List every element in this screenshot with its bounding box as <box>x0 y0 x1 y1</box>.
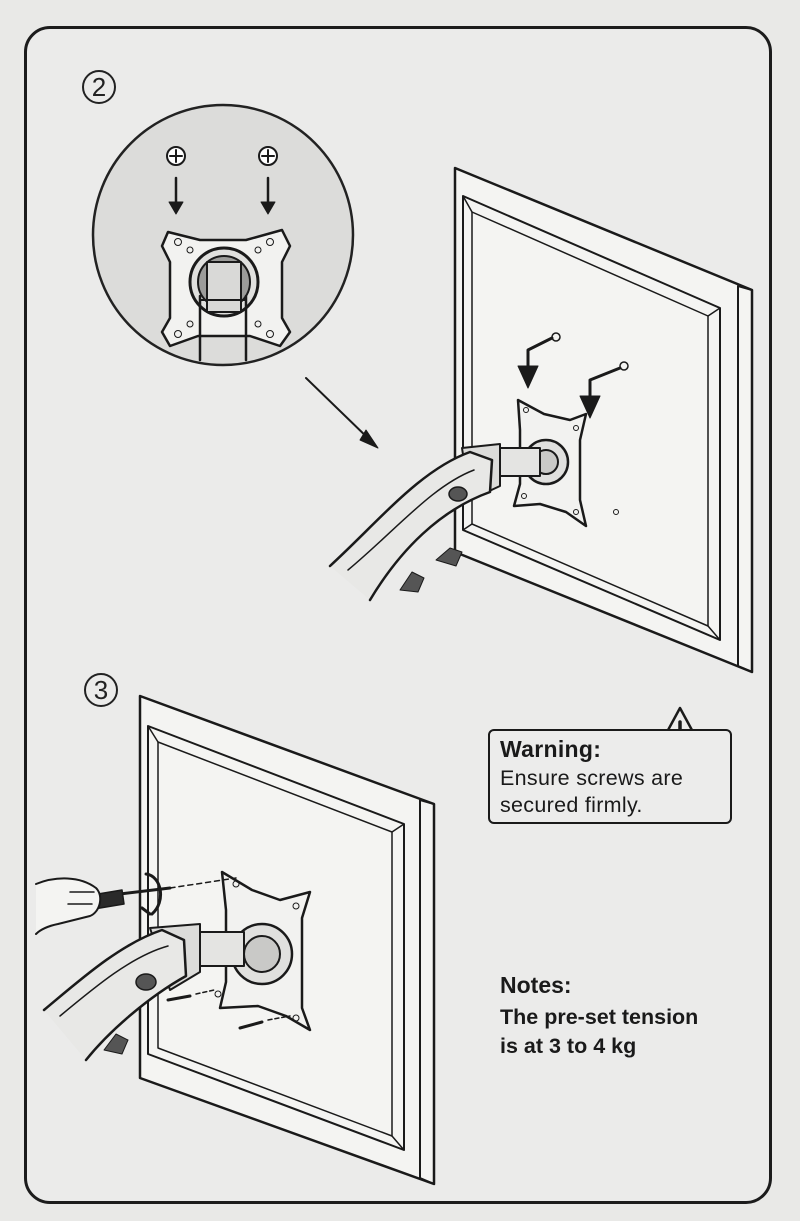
monitor-arm <box>42 923 245 1062</box>
warning-text-line: secured firmly. <box>500 793 643 817</box>
vesa-plate <box>160 228 292 362</box>
guide-line <box>169 877 237 889</box>
monitor-back-step2 <box>453 166 754 674</box>
pointer-arrow <box>305 377 379 449</box>
step-number-2: 2 <box>82 70 116 104</box>
screw-icon <box>238 1015 291 1030</box>
arrow-down-icon <box>517 336 554 389</box>
step-number-3: 3 <box>84 673 118 707</box>
screw-icon <box>619 361 629 371</box>
vesa-plate <box>214 870 312 1032</box>
warning-box: Warning: Ensure screws are secured firml… <box>488 729 732 824</box>
monitor-arm <box>328 443 541 602</box>
arrow-down-icon <box>168 176 184 215</box>
warning-text-line: Ensure screws are <box>500 766 684 790</box>
arrow-down-icon <box>260 176 276 215</box>
notes-text-line: is at 3 to 4 kg <box>500 1034 637 1058</box>
zoom-detail-circle <box>91 103 355 367</box>
warning-title: Warning: <box>500 736 602 762</box>
screw-icon <box>166 146 186 166</box>
notes-text-line: The pre-set tension <box>500 1005 699 1029</box>
arrow-down-icon <box>579 366 622 419</box>
notes-block: Notes: The pre-set tension is at 3 to 4 … <box>500 972 760 1061</box>
notes-title: Notes: <box>500 972 572 998</box>
screw-icon <box>166 989 215 1002</box>
screw-icon <box>258 146 278 166</box>
hand-icon <box>35 877 102 935</box>
